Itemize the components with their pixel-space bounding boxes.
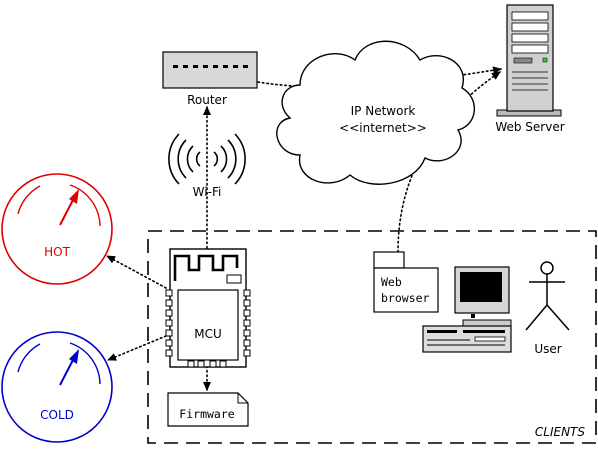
wifi-node: Wi-Fi [168, 133, 246, 199]
browser-label-line2: browser [381, 291, 430, 305]
firmware-node: Firmware [167, 392, 249, 427]
web-server-node: Web Server [495, 4, 565, 134]
hot-gauge-label: HOT [44, 245, 70, 259]
clients-boundary: CLIENTS [147, 230, 597, 444]
web-server-label: Web Server [495, 120, 564, 134]
ip-network-node: IP Network <<internet>> [276, 40, 476, 185]
router-icon [162, 51, 258, 89]
mcu-to-cold-connector [107, 335, 167, 361]
browser-node: Web browser [373, 251, 439, 313]
router-label: Router [187, 93, 227, 107]
browser-label-line1: Web [381, 275, 402, 289]
cloud-icon [276, 40, 476, 185]
server-tower-icon [496, 4, 562, 117]
cloud-label-line1: IP Network [351, 104, 416, 118]
desktop-computer-icon [422, 266, 512, 353]
stick-figure-icon [525, 261, 570, 331]
hot-gauge-node: HOT [1, 173, 113, 285]
user-label: User [534, 342, 561, 356]
mcu-label: MCU [194, 327, 222, 341]
mcu-to-hot-connector [106, 255, 167, 289]
clients-label: CLIENTS [535, 425, 585, 439]
folder-icon [373, 251, 439, 313]
gauge-icon [1, 331, 113, 443]
cold-gauge-node: COLD [1, 331, 113, 443]
user-node: User [525, 261, 570, 356]
mcu-node: MCU [165, 248, 251, 368]
router-node: Router [162, 51, 258, 107]
cold-gauge-label: COLD [40, 408, 74, 422]
wifi-waves-icon [168, 133, 246, 185]
gauge-icon [1, 173, 113, 285]
wifi-label: Wi-Fi [193, 185, 222, 199]
document-icon [167, 392, 249, 427]
chip-board-icon [165, 248, 251, 368]
cloud-label-line2: <<internet>> [339, 121, 427, 135]
firmware-label: Firmware [179, 407, 234, 421]
